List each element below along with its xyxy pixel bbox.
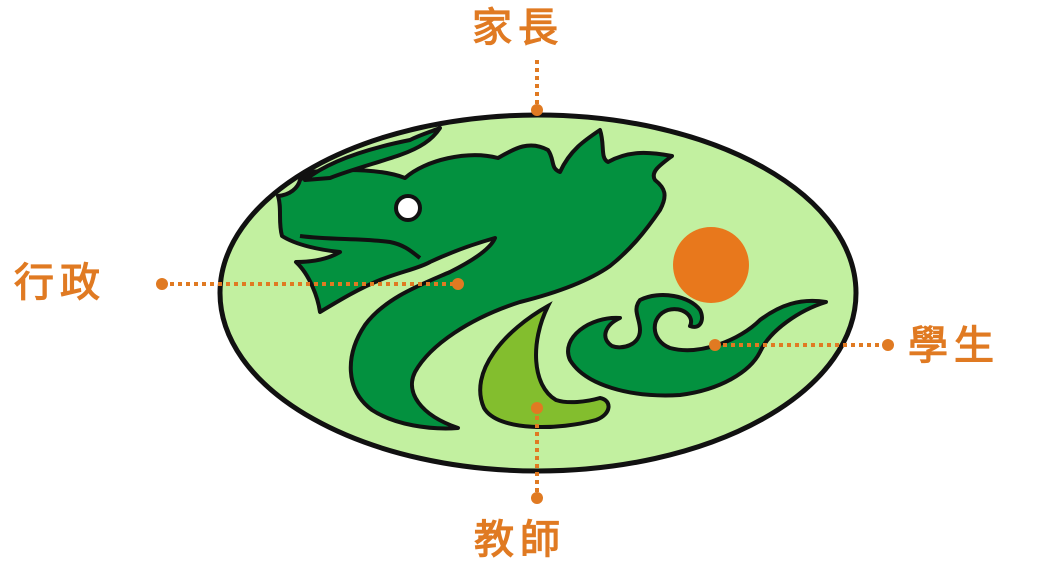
connector-bottom-end-dot [531, 492, 543, 504]
pearl-icon [673, 227, 749, 303]
connector-left-start-dot [156, 278, 168, 290]
dragon-eye-icon [394, 194, 422, 222]
connector-left-end-dot [452, 278, 464, 290]
connector-right-end-dot [882, 339, 894, 351]
label-students: 學生 [908, 323, 1000, 369]
dragon-fish-curl-icon [566, 293, 828, 398]
dragon-body-icon [276, 128, 674, 431]
connector-bottom-top-dot [531, 402, 543, 414]
dragon-mouth-icon [299, 234, 422, 260]
label-administration: 行政 [14, 260, 106, 306]
dragon-mane-icon [303, 126, 442, 182]
label-parents: 家長 [472, 5, 564, 51]
dragon-tail-light-icon [478, 301, 611, 430]
connector-top-dot [531, 104, 543, 116]
connector-right-start-dot [709, 339, 721, 351]
label-teachers: 教師 [474, 517, 566, 563]
